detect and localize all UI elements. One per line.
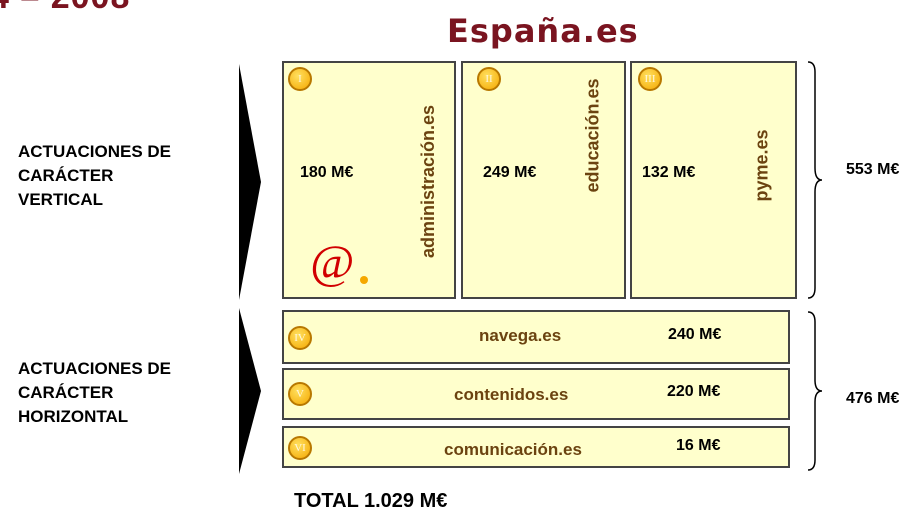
vertical-arrow bbox=[239, 64, 261, 300]
numeral-badge: II bbox=[477, 67, 501, 91]
horizontal-arrow bbox=[239, 308, 261, 474]
horizontal-total-brace bbox=[807, 311, 823, 471]
vertical-label-line: VERTICAL bbox=[18, 190, 103, 209]
vertical-item-1: I 180 M€ administración.es bbox=[282, 61, 456, 299]
horizontal-group-label: ACTUACIONES DE CARÁCTER HORIZONTAL bbox=[18, 357, 171, 429]
item-name: navega.es bbox=[479, 326, 562, 345]
item-name: administración.es bbox=[418, 104, 439, 258]
horizontal-label-line: CARÁCTER bbox=[18, 383, 114, 402]
horizontal-label-line: ACTUACIONES DE bbox=[18, 359, 172, 378]
horizontal-item-2: V contenidos.es 220 M€ bbox=[282, 368, 790, 420]
page-title: España.es bbox=[447, 12, 639, 50]
header-fragment: 4 – 2008 bbox=[0, 0, 130, 17]
vertical-label-line: ACTUACIONES DE bbox=[18, 142, 172, 161]
item-amount: 249 M€ bbox=[483, 164, 537, 181]
vertical-item-3: III 132 M€ pyme.es bbox=[630, 61, 797, 299]
vertical-total: 553 M€ bbox=[846, 161, 900, 178]
svg-text:@: @ bbox=[310, 238, 354, 288]
numeral-badge: V bbox=[288, 382, 312, 406]
item-amount: 132 M€ bbox=[642, 164, 696, 181]
item-amount: 16 M€ bbox=[676, 437, 721, 454]
item-name: contenidos.es bbox=[454, 385, 569, 404]
item-amount: 220 M€ bbox=[667, 383, 721, 400]
item-amount: 180 M€ bbox=[300, 164, 354, 181]
at-sign-logo-icon: @ bbox=[310, 238, 368, 288]
grand-total: TOTAL 1.029 M€ bbox=[294, 490, 448, 512]
numeral-badge: IV bbox=[288, 326, 312, 350]
numeral-badge: I bbox=[288, 67, 312, 91]
horizontal-item-3: VI comunicación.es 16 M€ bbox=[282, 426, 790, 468]
vertical-total-brace bbox=[807, 61, 823, 299]
item-name: pyme.es bbox=[751, 128, 772, 202]
horizontal-total: 476 M€ bbox=[846, 390, 900, 407]
item-name: comunicación.es bbox=[444, 440, 582, 459]
horizontal-item-1: IV navega.es 240 M€ bbox=[282, 310, 790, 364]
vertical-label-line: CARÁCTER bbox=[18, 166, 114, 185]
vertical-item-2: II 249 M€ educación.es bbox=[461, 61, 626, 299]
item-name: educación.es bbox=[582, 77, 603, 193]
item-amount: 240 M€ bbox=[668, 326, 722, 343]
numeral-badge: VI bbox=[288, 436, 312, 460]
vertical-group-label: ACTUACIONES DE CARÁCTER VERTICAL bbox=[18, 140, 171, 212]
horizontal-label-line: HORIZONTAL bbox=[18, 407, 129, 426]
numeral-badge: III bbox=[638, 67, 662, 91]
